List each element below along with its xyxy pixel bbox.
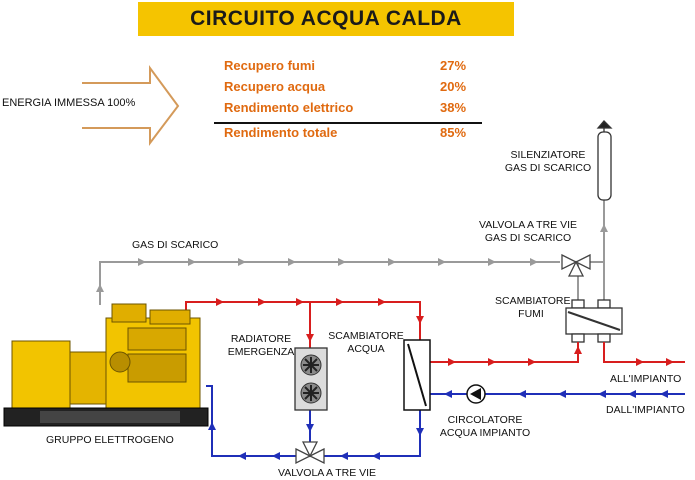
water-exchanger-label-line2: ACQUA [347, 343, 385, 355]
stat-label-electric-efficiency: Rendimento elettrico [224, 100, 354, 115]
stat-label-total-efficiency: Rendimento totale [224, 125, 338, 140]
exhaust-arrows [96, 224, 608, 292]
energy-input-arrow [82, 64, 180, 146]
from-plant-label: DALL'IMPIANTO [606, 404, 685, 416]
stats-separator [214, 122, 482, 124]
flue-gas-exchanger [565, 299, 623, 343]
flue-exchanger-label-line2: FUMI [518, 308, 544, 320]
stat-value-electric-efficiency: 38% [440, 100, 467, 115]
water-three-way-valve [295, 441, 325, 465]
hot-water-arrows [182, 298, 674, 366]
silencer-label-line2: GAS DI SCARICO [504, 162, 592, 174]
radiator-label-line2: EMERGENZA [227, 346, 295, 358]
flue-exchanger-label-line1: SCAMBIATORE [495, 295, 571, 307]
circulator-label-line2: ACQUA IMPIANTO [439, 427, 531, 439]
stat-value-total-efficiency: 85% [440, 125, 467, 140]
stat-value-water-recovery: 20% [440, 79, 467, 94]
to-plant-label: ALL'IMPIANTO [610, 373, 682, 385]
silencer-label-line1: SILENZIATORE [510, 149, 586, 161]
energy-input-label: ENERGIA IMMESSA 100% [2, 97, 136, 109]
water-exchanger-label-line1: SCAMBIATORE [328, 330, 404, 342]
water-valve-label: VALVOLA A TRE VIE [278, 467, 377, 479]
circulator-pump [466, 384, 486, 404]
cold-water-arrows [208, 390, 668, 460]
generator-set [3, 303, 209, 427]
stat-label-water-recovery: Recupero acqua [224, 79, 326, 94]
cold-water-line [206, 385, 685, 457]
genset-label: GRUPPO ELETTROGENO [46, 434, 174, 446]
water-heat-exchanger [403, 339, 431, 411]
exhaust-silencer [596, 120, 613, 201]
emergency-radiator [294, 347, 328, 411]
radiator-label-line1: RADIATORE [230, 333, 292, 345]
title-banner: CIRCUITO ACQUA CALDA [138, 2, 514, 36]
exhaust-gas-line [99, 200, 605, 305]
circulator-label-line1: CIRCOLATORE [447, 414, 523, 426]
exhaust-valve-label-line1: VALVOLA A TRE VIE [478, 219, 578, 231]
stat-value-flue-recovery: 27% [440, 58, 467, 73]
exhaust-valve-label-line2: GAS DI SCARICO [484, 232, 572, 244]
exhaust-gas-label: GAS DI SCARICO [132, 239, 219, 251]
exhaust-three-way-valve [561, 253, 591, 277]
stat-label-flue-recovery: Recupero fumi [224, 58, 316, 73]
page-title: CIRCUITO ACQUA CALDA [190, 7, 462, 30]
